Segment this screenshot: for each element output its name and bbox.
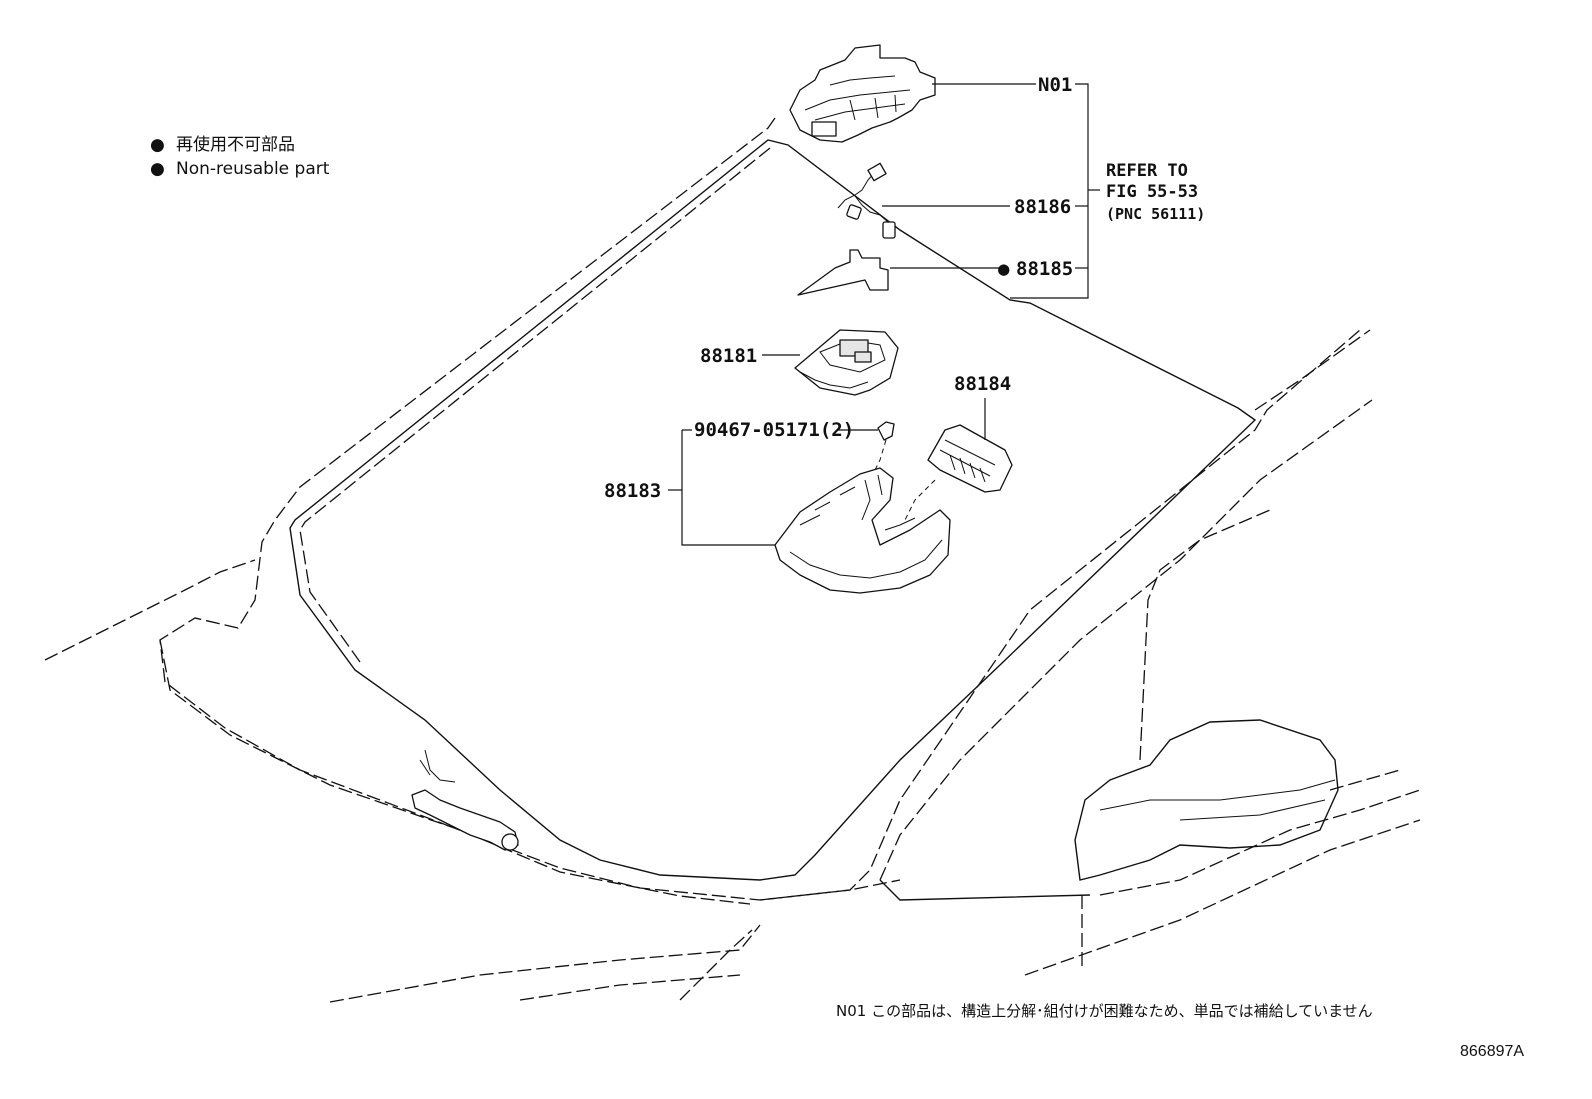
diagram-code: 866897A xyxy=(1460,1043,1524,1060)
vehicle-outline xyxy=(44,117,1421,1003)
legend-bullet-2: ● xyxy=(150,159,165,179)
legend-line-ja: 再使用不可部品 xyxy=(176,134,295,155)
harness-88186-part xyxy=(837,162,896,239)
leader-lines xyxy=(668,83,1100,546)
legend-line-en: Non-reusable part xyxy=(176,159,330,179)
label-88183: 88183 xyxy=(604,480,661,502)
refer-line-1: REFER TO xyxy=(1106,161,1188,181)
bracket-n01-part xyxy=(789,44,936,143)
label-88184: 88184 xyxy=(954,373,1011,395)
clip-90467-part xyxy=(874,421,895,471)
label-90467-05171: 90467-05171(2) xyxy=(694,419,854,441)
refer-line-3: (PNC 56111) xyxy=(1106,205,1205,223)
label-88181: 88181 xyxy=(700,345,757,367)
label-88185: 88185 xyxy=(1016,258,1073,280)
marker-88185: ● xyxy=(998,258,1010,280)
pad-88185-part xyxy=(797,249,889,296)
label-n01: N01 xyxy=(1038,74,1072,96)
refer-to-note: REFER TO FIG 55-53 (PNC 56111) xyxy=(1106,161,1205,223)
legend: ● 再使用不可部品 ● Non-reusable part xyxy=(150,134,330,179)
cover-88183-part xyxy=(774,467,951,594)
refer-line-2: FIG 55-53 xyxy=(1106,182,1198,202)
legend-bullet-1: ● xyxy=(150,135,165,155)
camera-88181-part xyxy=(794,329,899,396)
footnote-n01: N01 この部品は、構造上分解･組付けが困難なため、単品では補給していません xyxy=(836,1002,1373,1020)
cover-88184-part xyxy=(904,424,1013,521)
label-88186: 88186 xyxy=(1014,196,1071,218)
